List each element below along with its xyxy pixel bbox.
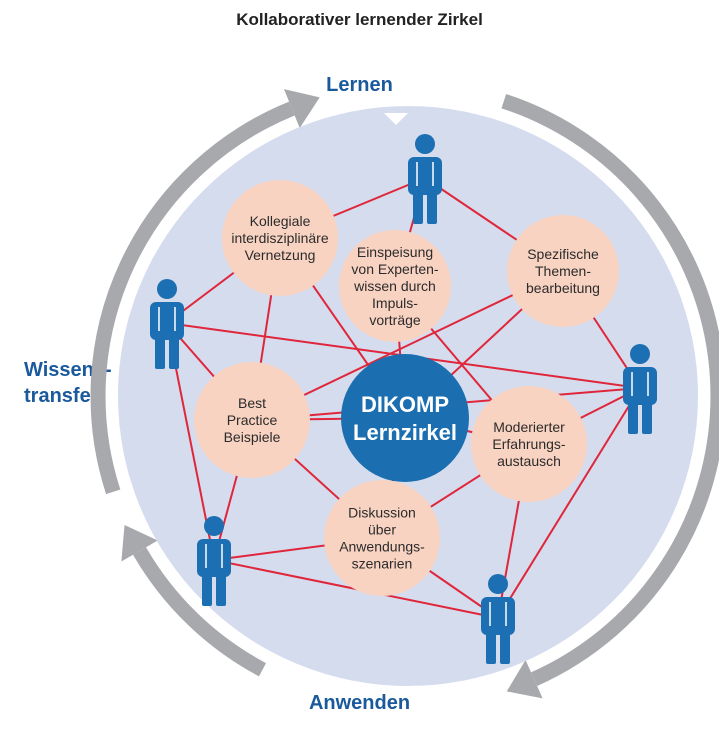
phase-lernen: Lernen — [326, 74, 393, 96]
person-icon — [481, 574, 515, 664]
topic-label-kollegiale: interdisziplinäre — [231, 230, 328, 246]
lernen-marker — [384, 113, 408, 125]
arrow-head-wissenstransfer — [121, 525, 158, 562]
topic-label-diskussion: szenarien — [352, 556, 413, 572]
topic-circle-spezifische — [507, 215, 619, 327]
person-icon — [197, 516, 231, 606]
topic-circle-kollegiale — [222, 180, 338, 296]
topic-label-moderierter: Erfahrungs- — [492, 436, 565, 452]
person-leg-left — [628, 402, 638, 434]
person-head — [630, 344, 650, 364]
person-torso — [408, 157, 442, 195]
phase-anwenden: Anwenden — [308, 692, 411, 714]
person-leg-right — [642, 402, 652, 434]
person-head — [157, 279, 177, 299]
topic-circle-einspeisung — [339, 230, 451, 342]
topic-label-moderierter: austausch — [497, 453, 561, 469]
phase-wissenstransfer: Wissens- transfer — [24, 357, 164, 409]
person-icon — [623, 344, 657, 434]
topic-label-moderierter: Moderierter — [493, 419, 565, 435]
person-head — [415, 134, 435, 154]
topic-label-einspeisung: wissen durch — [353, 278, 436, 294]
topic-circle-moderierter — [471, 386, 587, 502]
person-icon — [150, 279, 184, 369]
center-label-line2: Lernzirkel — [353, 420, 457, 445]
arrow-arc-anwenden-wissenstransfer — [133, 547, 267, 677]
person-head — [204, 516, 224, 536]
person-leg-right — [169, 337, 179, 369]
topic-circle-best — [194, 362, 310, 478]
topic-label-einspeisung: Impuls- — [372, 295, 418, 311]
topic-label-kollegiale: Kollegiale — [250, 213, 311, 229]
arrow-arc-wissenstransfer-lernen — [90, 101, 295, 495]
person-torso — [481, 597, 515, 635]
topic-label-spezifische: Spezifische — [527, 246, 599, 262]
topic-label-einspeisung: von Experten- — [351, 261, 438, 277]
person-leg-right — [216, 574, 226, 606]
arrow-head-anwenden — [506, 660, 543, 699]
topic-label-best: Best — [238, 395, 266, 411]
edge-p-right-p-bottom — [497, 387, 641, 619]
person-torso — [150, 302, 184, 340]
topic-label-best: Beispiele — [224, 429, 281, 445]
person-leg-left — [486, 632, 496, 664]
center-circle — [341, 354, 469, 482]
center-label-line1: DIKOMP — [361, 392, 449, 417]
person-leg-left — [413, 192, 423, 224]
topic-label-best: Practice — [227, 412, 278, 428]
topic-label-diskussion: Diskussion — [348, 505, 416, 521]
person-leg-left — [202, 574, 212, 606]
topic-label-einspeisung: vorträge — [369, 312, 421, 328]
person-leg-right — [500, 632, 510, 664]
person-leg-left — [155, 337, 165, 369]
topic-label-kollegiale: Vernetzung — [245, 247, 316, 263]
person-leg-right — [427, 192, 437, 224]
person-icon — [408, 134, 442, 224]
person-torso — [623, 367, 657, 405]
arrow-arc-lernen-anwenden — [501, 94, 719, 687]
phase-wissenstransfer-line1: Wissens- — [24, 359, 112, 381]
person-torso — [197, 539, 231, 577]
topic-circle-diskussion — [324, 480, 440, 596]
cycle-arrows — [90, 89, 719, 699]
arrow-head-lernen — [284, 89, 320, 129]
phase-wissenstransfer-line2: transfer — [24, 385, 99, 407]
topic-label-einspeisung: Einspeisung — [357, 244, 433, 260]
diagram-title: Kollaborativer lernender Zirkel — [236, 10, 483, 29]
topic-label-diskussion: über — [368, 522, 396, 538]
topic-label-diskussion: Anwendungs- — [339, 539, 425, 555]
person-head — [488, 574, 508, 594]
topic-label-spezifische: Themen- — [535, 263, 591, 279]
topic-label-spezifische: bearbeitung — [526, 280, 600, 296]
